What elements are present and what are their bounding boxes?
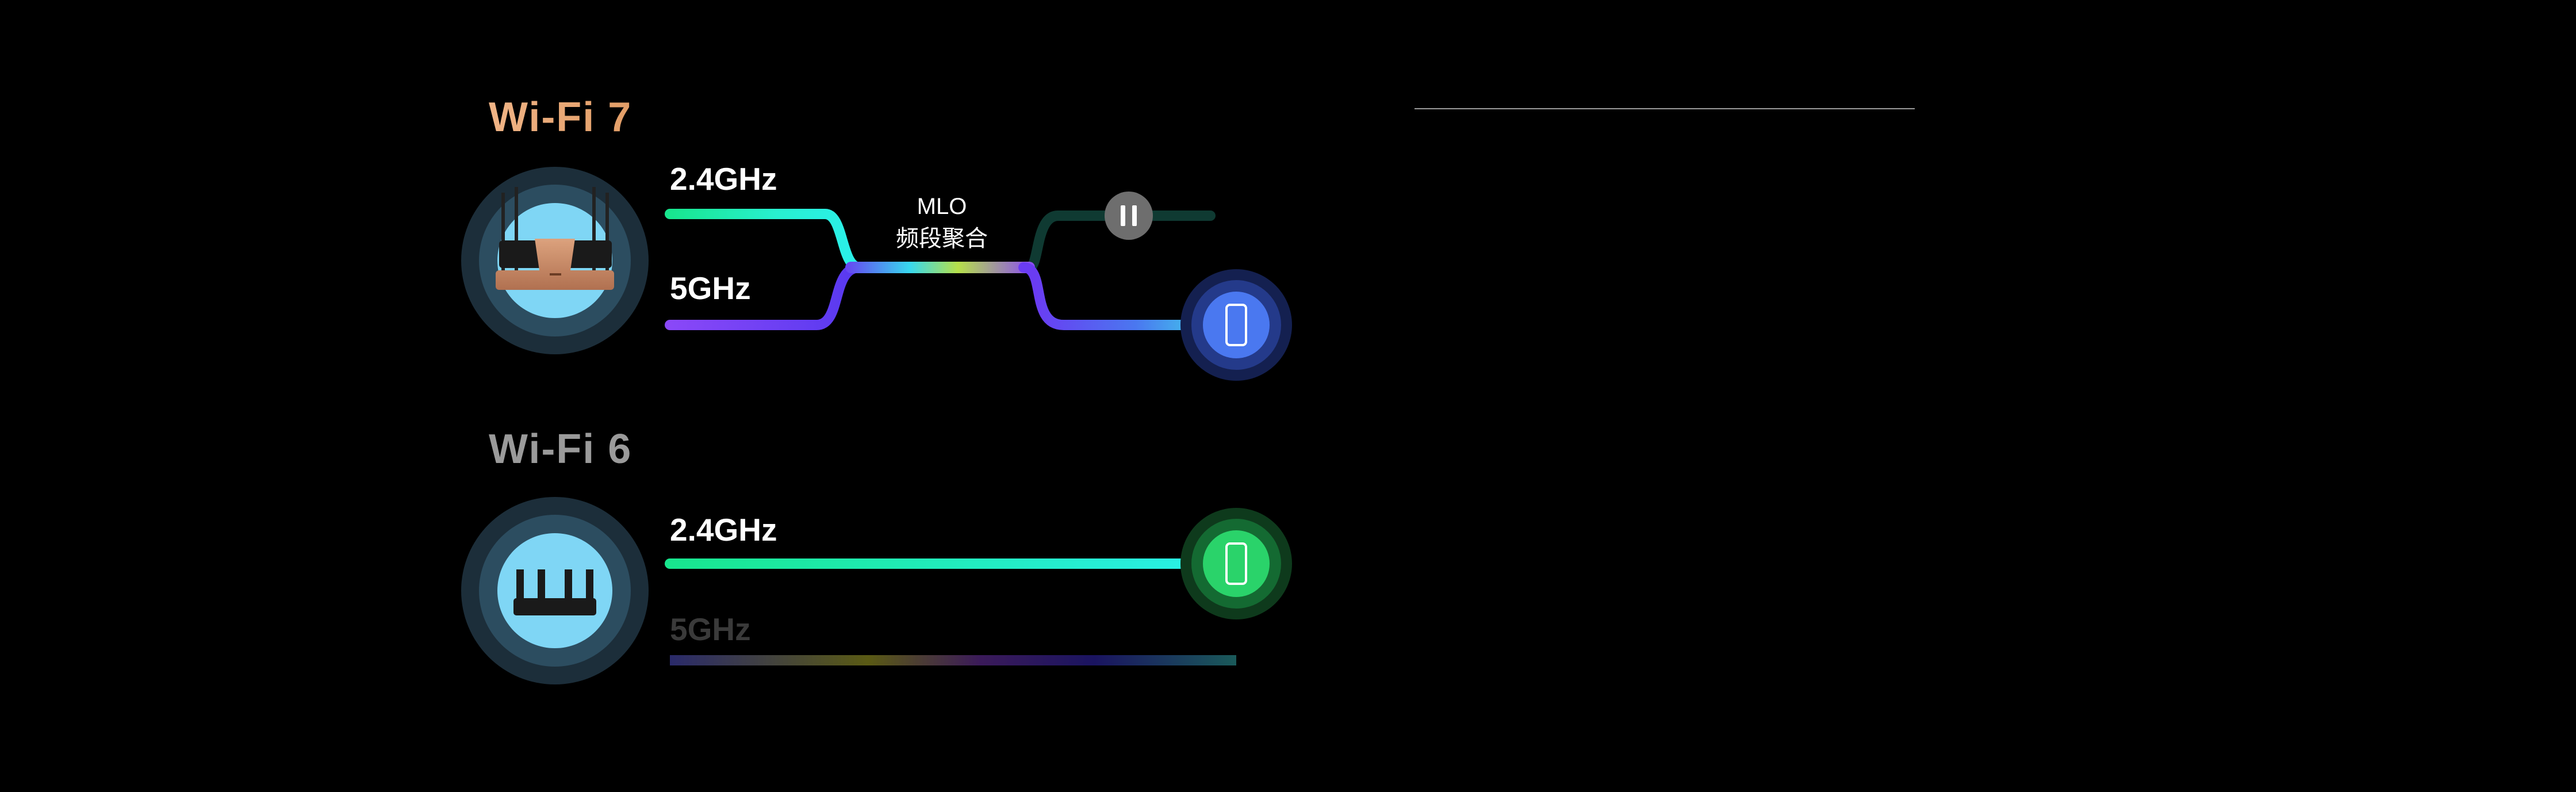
wifi7-output-path bbox=[1018, 262, 1224, 330]
mlo-label: MLO bbox=[917, 194, 967, 219]
wifi7-band-5-label: 5GHz bbox=[670, 270, 751, 306]
wifi6-title: Wi-Fi 6 bbox=[489, 426, 632, 472]
phone-icon bbox=[1225, 304, 1247, 346]
wifi7-band-24-path bbox=[665, 209, 865, 273]
wifi7-phone-badge bbox=[1180, 269, 1292, 381]
router-icon bbox=[496, 187, 614, 290]
wifi6-band-5-label: 5GHz bbox=[670, 611, 751, 647]
wifi7-title: Wi-Fi 7 bbox=[489, 94, 632, 140]
phone-icon bbox=[1225, 542, 1247, 585]
pause-icon[interactable] bbox=[1105, 192, 1153, 240]
mlo-sublabel: 频段聚合 bbox=[896, 226, 988, 251]
wifi6-band-24-label: 2.4GHz bbox=[670, 512, 777, 548]
wifi6-router-badge bbox=[461, 497, 649, 684]
wifi6-phone-badge bbox=[1180, 508, 1292, 619]
wifi7-band-24-label: 2.4GHz bbox=[670, 161, 777, 197]
router-icon bbox=[513, 569, 596, 615]
wifi7-router-badge bbox=[461, 167, 649, 354]
